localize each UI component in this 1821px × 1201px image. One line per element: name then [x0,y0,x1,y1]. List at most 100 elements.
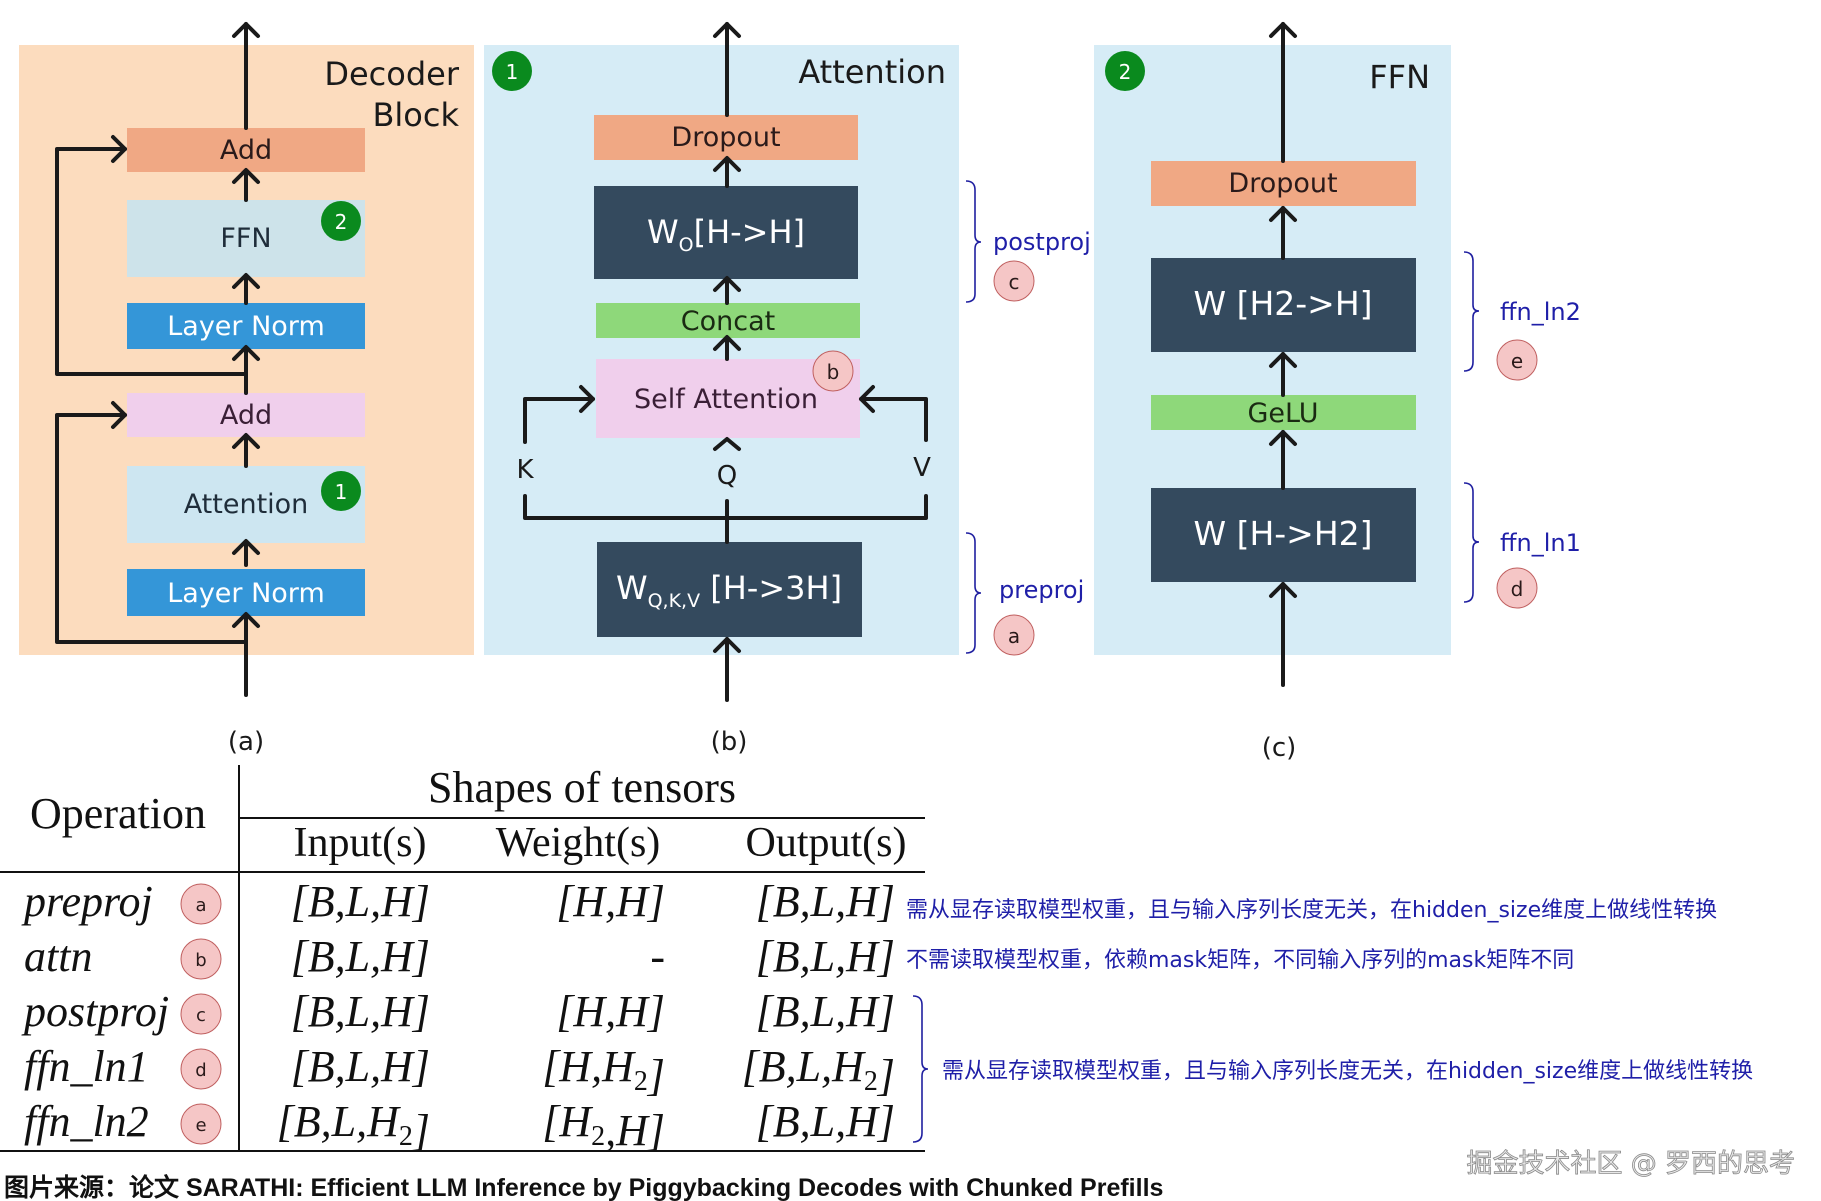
add-box-top-label: Add [220,135,272,166]
attention-title: Attention [798,53,946,91]
row-operation: attn [24,932,92,981]
row-input: [B,L,H] [291,1042,430,1091]
row-badge-label: c [196,1005,206,1026]
row-output: [B,L,H] [756,1097,895,1146]
badge-c-icon [180,993,222,1035]
badge-b-icon [180,938,222,980]
header-inputs: Input(s) [294,820,427,866]
w-h-h2-label: W [H->H2] [1193,514,1372,553]
row-operation: ffn_ln1 [24,1042,149,1091]
row-weight: [H,H2] [542,1042,665,1100]
badge-2-label: 2 [335,210,348,234]
postproj-brace [965,180,982,303]
badge-e-label: e [1511,349,1523,373]
panel-attention: 1 Attention Dropout WO[H->H] Concat Self… [484,22,1091,757]
ffn-badge-2-label: 2 [1119,60,1132,84]
linear-ops-brace [912,995,929,1143]
badge-2-icon [321,201,361,241]
ffn-badge-2-icon [1105,51,1145,91]
badge-b-label: b [827,360,840,384]
add-box-top [127,128,365,172]
wo-box [594,186,858,279]
gelu-label: GeLU [1248,398,1319,429]
attention-badge-1-label: 1 [506,60,519,84]
q-label: Q [717,461,737,491]
panel-ffn: 2 FFN Dropout W [H2->H] GeLU W [H->H2] f… [1094,22,1581,763]
badge-d-icon [1496,567,1538,609]
k-label: K [516,455,534,485]
add-box-bottom [127,393,365,437]
badge-e-icon [180,1103,222,1145]
ffn-dropout-label: Dropout [1228,168,1337,199]
header-shapes-of-tensors: Shapes of tensors [428,763,736,812]
row-weight: [H2,H] [542,1097,665,1155]
badge-c-icon [993,260,1035,302]
badge-c-label: c [1009,270,1020,294]
decoder-title-line2: Block [372,96,459,134]
layer-norm-box-top [127,303,365,349]
wqkv-box [597,542,862,637]
row-operation: preproj [21,877,153,926]
row-weight: [H,H] [556,987,665,1036]
row-input: [B,L,H] [291,987,430,1036]
w-h2-h-label: W [H2->H] [1193,284,1372,323]
ffn-ln1-brace [1463,482,1480,603]
note-linear-ops: 需从显存读取模型权重，且与输入序列长度无关，在hidden_size维度上做线性… [942,1059,1753,1084]
caption-b: (b) [711,727,748,757]
preproj-brace [965,532,982,654]
ffn-dropout-box [1151,161,1416,206]
attention-box-label: Attention [184,489,309,520]
badge-b-icon [812,350,854,392]
badge-d-icon [180,1048,222,1090]
ffn-ln1-label: ffn_ln1 [1500,529,1581,557]
badge-d-label: d [1511,577,1524,601]
badge-a-label: a [1008,624,1020,648]
decoder-arrows [55,22,260,697]
badge-e-icon [1496,339,1538,381]
badge-1-label: 1 [335,480,348,504]
header-outputs: Output(s) [746,820,907,866]
header-weights: Weight(s) [496,820,661,866]
header-operation: Operation [30,789,206,838]
v-label: V [913,453,931,483]
row-badge-label: b [195,950,206,971]
note-preproj: 需从显存读取模型权重，且与输入序列长度无关，在hidden_size维度上做线性… [906,898,1717,923]
row-badge-label: a [195,895,206,916]
ffn-ln2-brace [1463,251,1480,372]
row-badge-label: d [195,1060,206,1081]
gelu-box [1151,395,1416,430]
attention-dropout-label: Dropout [671,122,780,153]
self-attention-label: Self Attention [634,384,818,415]
note-attn: 不需读取模型权重，依赖mask矩阵，不同输入序列的mask矩阵不同 [906,948,1574,973]
layer-norm-bottom-label: Layer Norm [167,578,325,609]
row-badge-label: e [195,1115,206,1136]
row-input: [B,L,H2] [277,1097,430,1155]
preproj-label: preproj [999,576,1084,604]
wqkv-label: WQ,K,V [H->3H] [616,569,842,612]
concat-label: Concat [681,306,775,337]
watermark: 掘金技术社区 @ 罗西的思考 [1466,1149,1795,1179]
ffn-arrows [1269,22,1297,687]
postproj-label: postproj [993,228,1091,256]
attention-badge-1-icon [492,51,532,91]
ffn-title: FFN [1369,58,1430,96]
layer-norm-box-bottom [127,569,365,616]
ffn-ln2-label: ffn_ln2 [1500,298,1581,326]
caption-a: (a) [228,727,264,757]
concat-box [596,303,860,338]
row-output: [B,L,H] [756,877,895,926]
row-weight: [H,H] [556,877,665,926]
tensor-shapes-table: Operation Shapes of tensors Input(s) Wei… [0,763,1753,1155]
panel-decoder-block: Decoder Block Add FFN 2 Layer Norm Add A… [19,22,474,757]
w-h-h2-box [1151,488,1416,582]
row-output: [B,L,H] [756,987,895,1036]
wo-label: WO[H->H] [647,213,805,256]
row-operation: postproj [21,987,169,1036]
attention-dropout-box [594,115,858,160]
badge-a-icon [180,883,222,925]
row-input: [B,L,H] [291,932,430,981]
badge-a-icon [993,614,1035,656]
row-output: [B,L,H2] [742,1042,895,1100]
